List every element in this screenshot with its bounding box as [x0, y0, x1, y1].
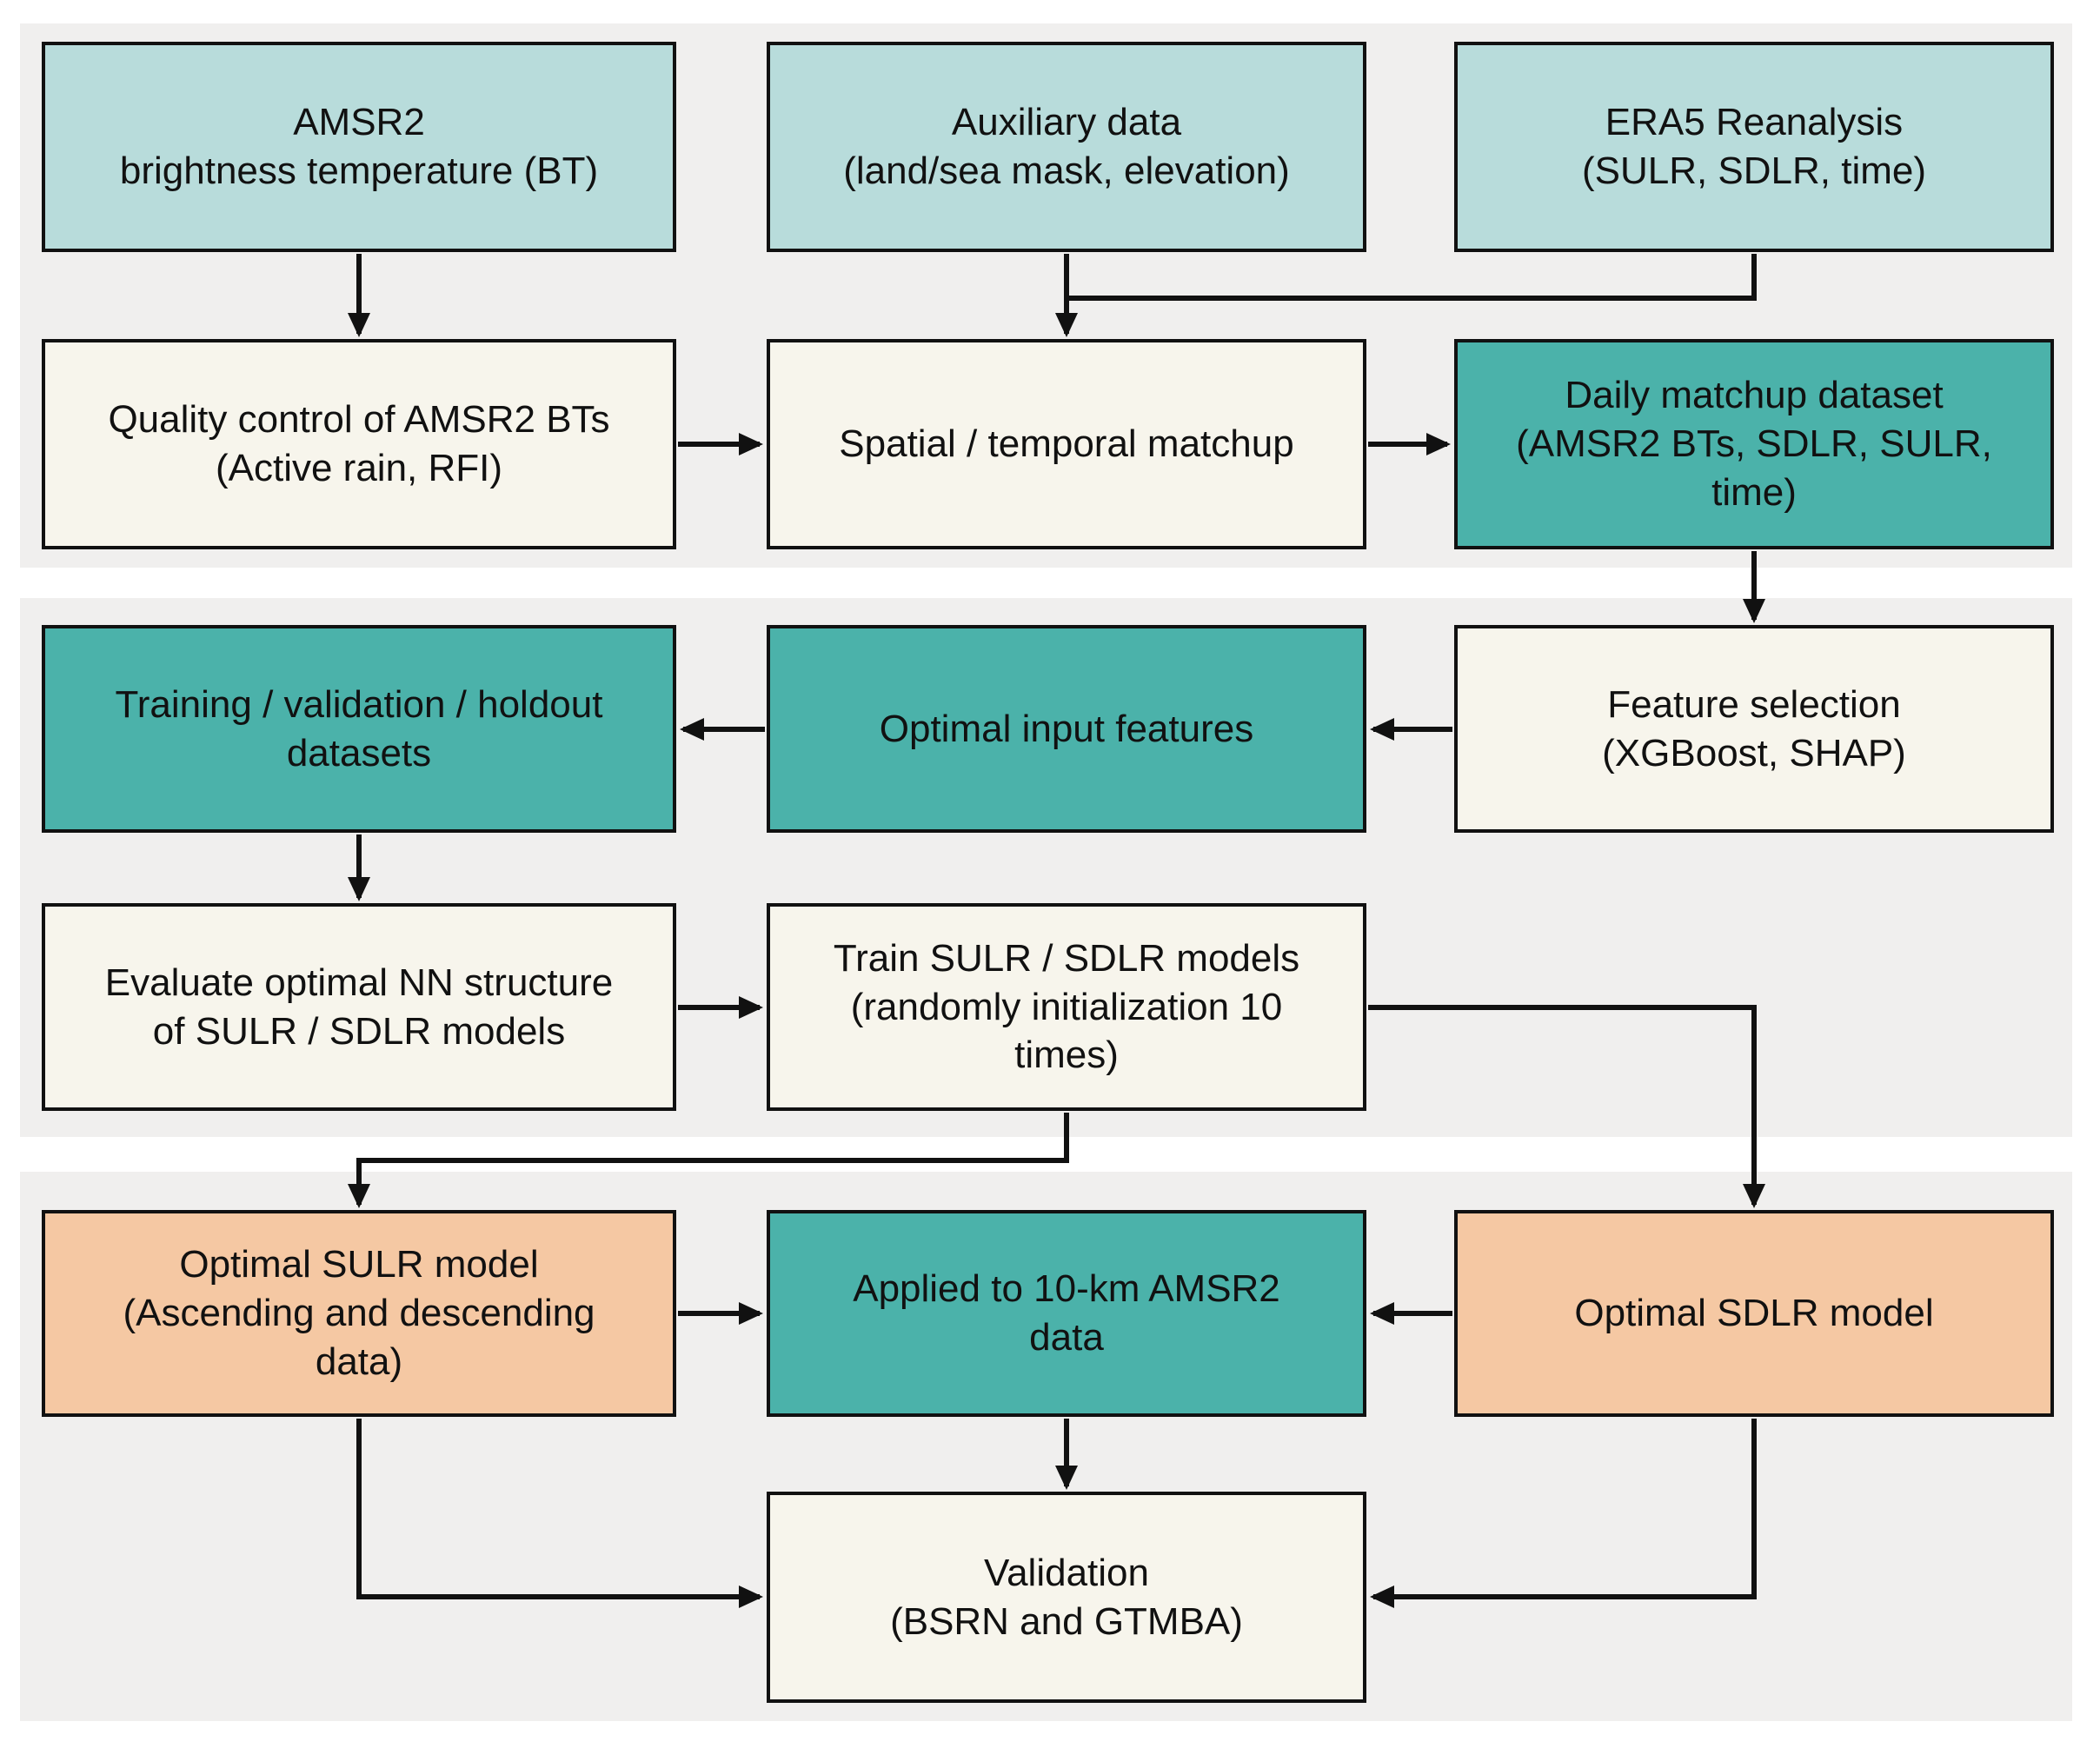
node-applied-10km-amsr2: Applied to 10-km AMSR2 data: [767, 1210, 1366, 1417]
node-era5-reanalysis: ERA5 Reanalysis (SULR, SDLR, time): [1454, 42, 2054, 252]
node-validation: Validation (BSRN and GTMBA): [767, 1492, 1366, 1703]
node-spatial-temporal-matchup: Spatial / temporal matchup: [767, 339, 1366, 549]
node-quality-control: Quality control of AMSR2 BTs (Active rai…: [42, 339, 676, 549]
node-daily-matchup-dataset: Daily matchup dataset (AMSR2 BTs, SDLR, …: [1454, 339, 2054, 549]
node-evaluate-nn-structure: Evaluate optimal NN structure of SULR / …: [42, 903, 676, 1111]
node-optimal-sdlr-model: Optimal SDLR model: [1454, 1210, 2054, 1417]
node-training-validation-holdout: Training / validation / holdout datasets: [42, 625, 676, 833]
node-optimal-input-features: Optimal input features: [767, 625, 1366, 833]
node-feature-selection: Feature selection (XGBoost, SHAP): [1454, 625, 2054, 833]
node-train-models: Train SULR / SDLR models (randomly initi…: [767, 903, 1366, 1111]
node-auxiliary-data: Auxiliary data (land/sea mask, elevation…: [767, 42, 1366, 252]
node-amsr2-bt: AMSR2 brightness temperature (BT): [42, 42, 676, 252]
node-optimal-sulr-model: Optimal SULR model (Ascending and descen…: [42, 1210, 676, 1417]
